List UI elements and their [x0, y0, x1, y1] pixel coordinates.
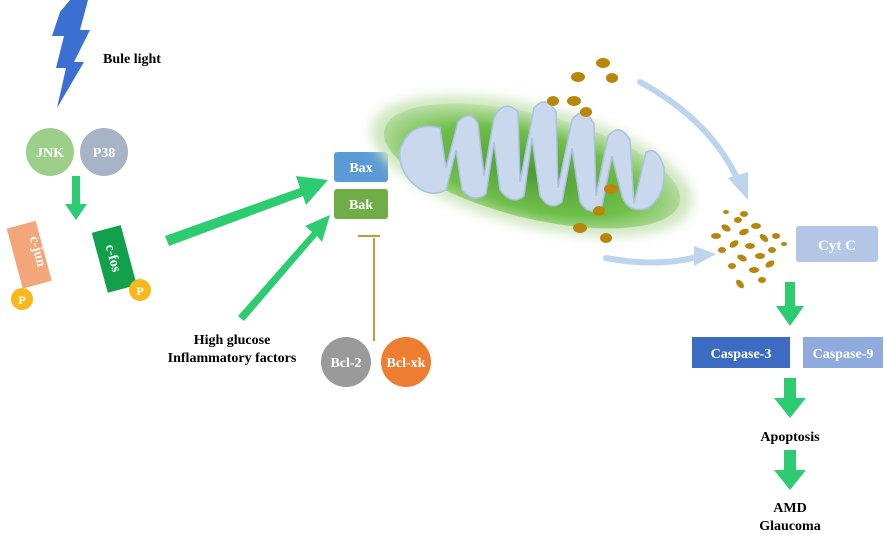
arrow-apoptosis-to-disease: [774, 450, 806, 490]
amd-label: AMD: [773, 501, 806, 516]
bcl2-node: [321, 337, 371, 387]
blue-light-label: Bule light: [103, 52, 161, 67]
cfos-phospho-label: P: [136, 284, 143, 298]
caspase9-label: Caspase-9: [813, 347, 874, 362]
cfos-phospho: [129, 279, 151, 301]
jnk-node: [26, 128, 74, 176]
arrow-cytc-to-caspase: [776, 282, 804, 326]
mitochondrion: [371, 95, 693, 237]
cfos-box: c-fos: [91, 225, 137, 293]
bak-box: [334, 189, 388, 219]
bax-label: Bax: [349, 161, 372, 176]
cytc-label: Cyt C: [818, 238, 856, 254]
arrow-kinase-to-tf: [65, 176, 87, 220]
cytc-box: [796, 226, 878, 262]
caspase9-box: [803, 337, 883, 368]
bcl2-label: Bcl-2: [330, 356, 361, 371]
cfos-label: c-fos: [102, 243, 124, 274]
arrow-caspase-to-apoptosis: [774, 378, 806, 418]
bak-label: Bak: [349, 198, 373, 213]
cjun-box: c-jun: [6, 220, 52, 289]
apoptosis-label: Apoptosis: [760, 430, 820, 445]
inflammatory-factors-label: Inflammatory factors: [168, 351, 297, 366]
bclxk-label: Bcl-xk: [387, 356, 426, 371]
release-arrowhead-bottom: [694, 246, 716, 266]
bclxk-node: [381, 337, 431, 387]
lightning-icon: [52, 0, 90, 108]
high-glucose-label: High glucose: [194, 333, 271, 348]
p38-node: [80, 128, 128, 176]
mito-cristae: [399, 101, 665, 212]
cjun-phospho-label: P: [18, 293, 25, 307]
inhibition-line: [358, 235, 380, 341]
cyt-c-granules-release: [547, 58, 618, 243]
bax-box: [334, 152, 388, 182]
jnk-label: JNK: [36, 146, 64, 161]
arrow-tf-to-bax: [165, 176, 328, 246]
glaucoma-label: Glaucoma: [759, 519, 820, 534]
release-arrowhead-top: [728, 172, 748, 200]
p38-label: P38: [93, 146, 116, 161]
arrow-glucose-to-bak: [238, 215, 330, 321]
cyt-c-cluster: [711, 210, 787, 289]
cjun-phospho: [11, 288, 33, 310]
caspase3-label: Caspase-3: [711, 347, 772, 362]
caspase3-box: [692, 337, 790, 368]
release-arrows: [603, 79, 741, 266]
